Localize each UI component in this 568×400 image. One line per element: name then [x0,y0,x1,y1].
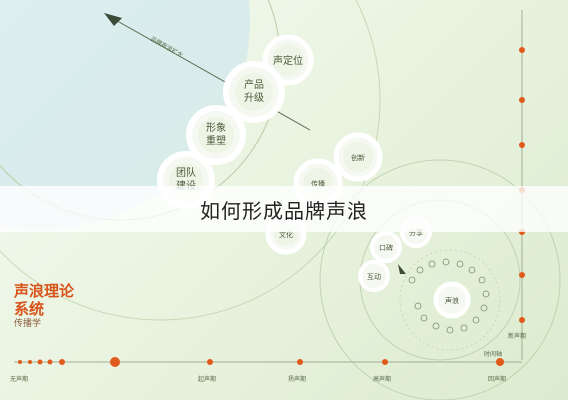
vaxis-dot [519,97,525,103]
node-label: 互动 [367,272,381,281]
node-label: 升级 [244,92,264,104]
banner-title: 如何形成品牌声浪 [200,198,368,223]
x-axis-label: 回声期 [488,375,506,383]
node-label: 口碑 [379,243,393,252]
brand-line-1: 声浪理论 [14,282,75,300]
node-label: 传播 [311,179,325,188]
x-axis-label: 高声期 [373,375,391,383]
haxis-dot [37,359,43,365]
brand-subtitle: 传播学 [14,319,42,329]
spiral-rings [408,258,490,334]
wave-ring-5 [399,249,501,351]
time-axis-label: 时间轴 [484,350,502,358]
node-chuangxin: 创新 [333,132,383,182]
node-label: 分享 [409,228,423,237]
node-label: 声浪 [445,296,459,305]
title-banner: 如何形成品牌声浪 [0,186,568,232]
wave-ring-2 [0,0,381,321]
node-label: 团队 [176,166,196,179]
node-label: 重塑 [206,134,226,147]
node-label: 创新 [351,153,365,162]
small-arrow-icon [398,264,406,274]
haxis-dot [59,359,65,365]
vaxis-dot [519,317,525,323]
wave-ring-3 [319,159,561,400]
haxis-dot [28,360,32,364]
node-label: 形象 [206,122,226,134]
haxis-dot-major [110,357,120,367]
corner-label: 新声期 [508,332,526,340]
x-axis-label: 起声期 [198,375,216,383]
node-small-d: 声浪 [433,281,471,319]
haxis-dot [496,358,504,366]
haxis-dot [297,359,303,365]
x-axis-label: 扬声期 [288,375,306,383]
sky-arc [0,0,250,230]
node-label: 产品 [244,78,264,91]
node-xingxiang-chongsu: 形象 重塑 [186,105,246,165]
haxis-dot [207,359,213,365]
vaxis-dot [519,47,525,53]
haxis-dot [382,359,388,365]
x-axis-label: 无声期 [10,375,28,383]
brand-line-2: 系统 [14,300,45,318]
vaxis-dot [519,272,525,278]
vaxis-dot [519,142,525,148]
haxis-dot [18,360,22,364]
node-small-c: 互动 [358,260,390,292]
node-label: 声定位 [273,54,303,67]
haxis-dot [47,359,53,365]
growth-arrow-head [104,13,122,26]
node-small-b: 口碑 [370,231,402,263]
brand-block: 声浪理论 系统 传播学 [14,282,104,330]
node-label: 文化 [279,230,293,239]
node-chanpin-shengji: 产品 升级 [223,61,285,123]
